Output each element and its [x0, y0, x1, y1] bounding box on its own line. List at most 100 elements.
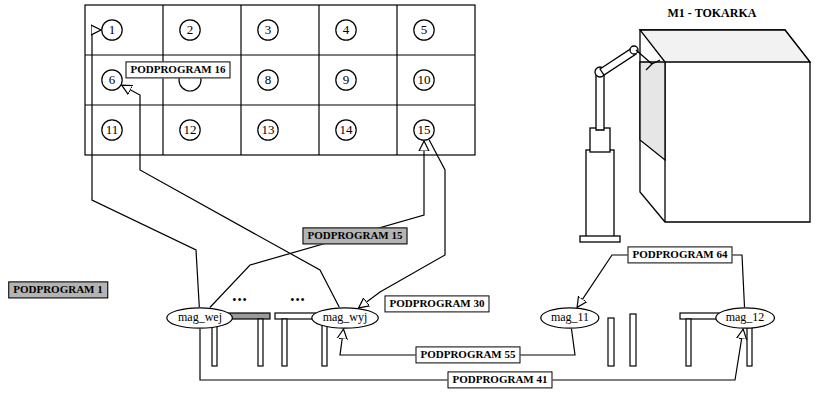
node-outline-shape: [414, 20, 434, 40]
subprogram-name: PODPROGRAM 1: [13, 283, 103, 295]
grid-line: [162, 5, 163, 155]
subprogram-label: PODPROGRAM 15: [302, 227, 407, 244]
node-outline-shape: [102, 20, 122, 40]
node-outline-shape: [258, 120, 278, 140]
lathe-illustration: [580, 30, 810, 242]
cell-number: 14: [340, 123, 353, 137]
subprogram-label: PODPROGRAM 55: [415, 346, 520, 363]
cell-number: 5: [421, 23, 428, 37]
magazine-ellipse: mag_wej: [166, 307, 233, 329]
magazine-name: mag_wyj: [323, 311, 368, 324]
grid-line: [318, 5, 319, 155]
cell-circle: 14: [335, 119, 357, 141]
grid-line: [85, 54, 475, 55]
robot-base: [580, 236, 620, 242]
robot-pedestal: [586, 150, 614, 238]
cell-circle: 9: [335, 69, 357, 91]
cell-number: 3: [265, 23, 272, 37]
grid-frame: [85, 5, 475, 155]
node-outline-shape: [541, 308, 599, 328]
node-outline-shape: [102, 70, 122, 90]
node-outline-shape: [180, 120, 200, 140]
cell-circle: 11: [101, 119, 123, 141]
node-outline-shape: [716, 308, 775, 328]
magazine-name: mag_12: [726, 311, 765, 324]
magazine-ellipse: mag_11: [540, 307, 600, 329]
grid-line: [240, 5, 241, 155]
table-leg: [258, 319, 263, 366]
subprogram-name: PODPROGRAM 16: [130, 63, 225, 75]
cell-number: 2: [187, 23, 194, 37]
cell-circle: 6: [101, 69, 123, 91]
subprogram-label: PODPROGRAM 1: [8, 281, 108, 298]
storage-grid: [85, 5, 475, 155]
node-outline-shape: [258, 20, 278, 40]
subprogram-name: PODPROGRAM 15: [307, 229, 402, 241]
cell-number: 11: [106, 123, 119, 137]
table-leg: [282, 319, 287, 366]
cell-circle: 15: [413, 119, 435, 141]
cell-circle: 3: [257, 19, 279, 41]
cell-circle: 13: [257, 119, 279, 141]
continuation-dots: •••: [232, 293, 248, 308]
table-leg: [686, 319, 691, 366]
cell-circle: 2: [179, 19, 201, 41]
cell-number: 12: [184, 123, 197, 137]
grid-line: [85, 104, 475, 105]
cell-circle: 8: [257, 69, 279, 91]
magazine-ellipse: mag_wyj: [311, 307, 379, 329]
node-outline-shape: [414, 70, 434, 90]
subprogram-name: PODPROGRAM 30: [389, 297, 484, 309]
node-outline-shape: [167, 308, 233, 328]
robot-gripper: [636, 50, 660, 70]
lathe-body: [640, 30, 810, 222]
node-outline-shape: [102, 120, 122, 140]
node-outline-shape: [258, 70, 278, 90]
lathe-top: [640, 30, 810, 62]
cell-circle: 5: [413, 19, 435, 41]
flow-connector: [122, 85, 340, 307]
cell-number: 13: [262, 123, 275, 137]
flow-connector: [359, 140, 445, 308]
post: [630, 314, 636, 366]
node-outline-shape: [312, 308, 378, 328]
subprogram-label: PODPROGRAM 30: [384, 295, 489, 312]
magazine-tables: [205, 313, 752, 366]
subprogram-name: PODPROGRAM 55: [420, 348, 515, 360]
cell-number: 15: [418, 123, 431, 137]
cell-circle: 1: [101, 19, 123, 41]
cell-circle: 4: [335, 19, 357, 41]
cell-number: 6: [109, 73, 116, 87]
subprogram-label: PODPROGRAM 41: [447, 371, 552, 388]
cell-circle: 12: [179, 119, 201, 141]
node-outline-shape: [414, 120, 434, 140]
cell-number: 9: [343, 73, 350, 87]
machine-title: M1 - TOKARKA: [668, 6, 757, 21]
node-outline-shape: [336, 70, 356, 90]
continuation-dots: •••: [290, 293, 306, 308]
magazine-ellipse: mag_12: [715, 307, 775, 329]
node-outline-shape: [336, 120, 356, 140]
robot-joint: [590, 128, 610, 152]
node-outline-shape: [336, 20, 356, 40]
cell-number: 8: [265, 73, 272, 87]
subprogram-name: PODPROGRAM 41: [452, 373, 547, 385]
cell-number: 1: [109, 23, 116, 37]
lathe-opening: [640, 62, 665, 160]
subprogram-label: PODPROGRAM 64: [627, 246, 732, 263]
magazine-name: mag_wej: [178, 311, 222, 324]
node-outline-shape: [180, 20, 200, 40]
cell-circle: 10: [413, 69, 435, 91]
flow-connector: [210, 141, 424, 308]
post: [608, 318, 614, 366]
subprogram-label: PODPROGRAM 16: [125, 61, 230, 78]
grid-line: [396, 5, 397, 155]
cell-number: 10: [418, 73, 431, 87]
cell-number: 4: [343, 23, 350, 37]
subprogram-name: PODPROGRAM 64: [632, 248, 727, 260]
magazine-name: mag_11: [551, 311, 589, 324]
robot-arm: [596, 75, 604, 130]
